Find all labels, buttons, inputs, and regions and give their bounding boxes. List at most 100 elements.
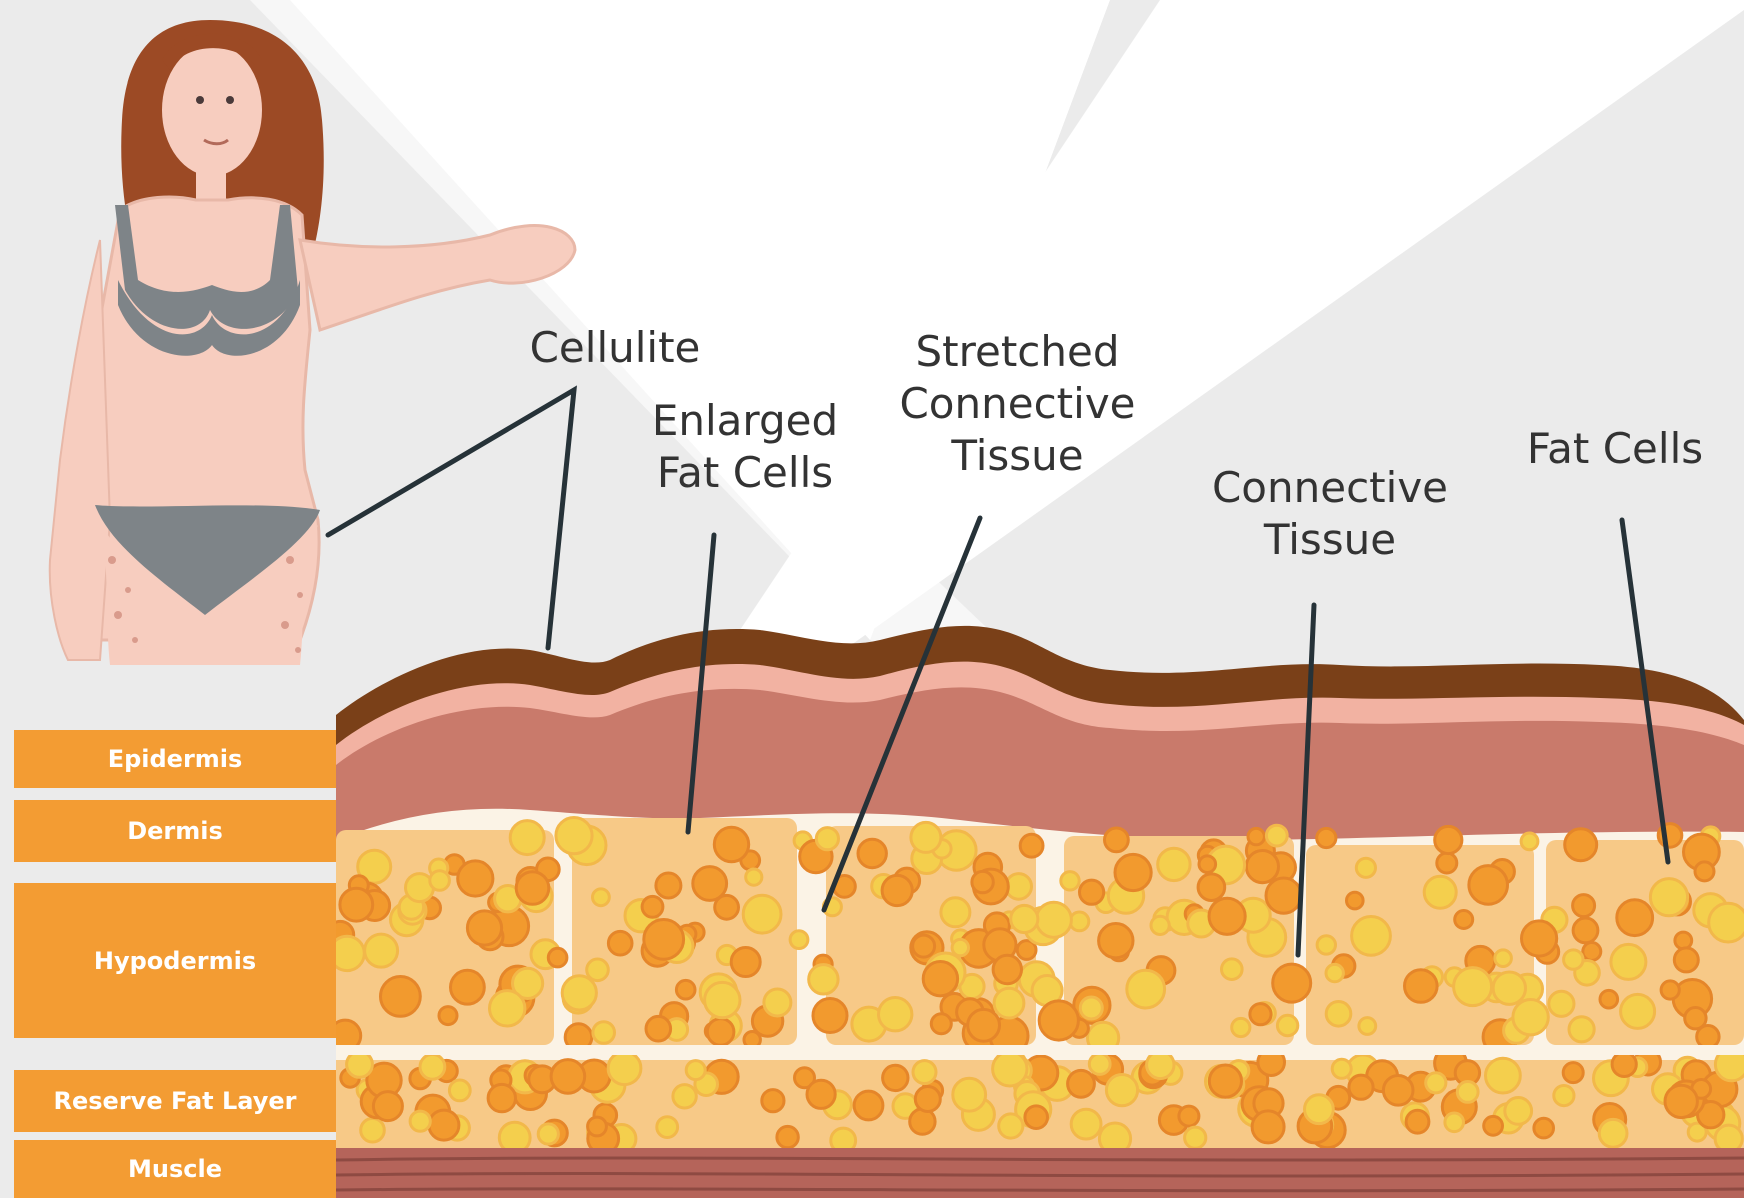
fat-cell: [1036, 902, 1071, 937]
fat-cell: [809, 965, 838, 994]
fat-cell: [1061, 872, 1079, 890]
fat-cell: [420, 1054, 445, 1079]
fat-cell: [746, 869, 762, 885]
fat-cell: [588, 1117, 607, 1136]
fat-cell: [1071, 1109, 1101, 1139]
callout-cellulite: Cellulite: [520, 322, 710, 374]
fat-cell: [1039, 1001, 1078, 1040]
fat-cell: [1252, 1111, 1284, 1143]
fat-cell: [556, 818, 592, 854]
label-reserve-fat-layer: Reserve Fat Layer: [14, 1070, 336, 1132]
fat-cell: [642, 896, 663, 917]
fat-cell: [731, 948, 760, 977]
label-hypodermis: Hypodermis: [14, 883, 336, 1038]
fat-cell: [676, 980, 695, 999]
fat-cell: [381, 977, 421, 1017]
fat-cell: [1469, 866, 1508, 905]
fat-cell: [1179, 1106, 1199, 1126]
fat-cell: [1198, 874, 1225, 901]
fat-cell: [1222, 959, 1243, 980]
fat-cell: [686, 1061, 705, 1080]
fat-cell: [1250, 1004, 1271, 1025]
fat-cell: [361, 1118, 385, 1142]
fat-cell: [1534, 1118, 1554, 1138]
fat-cell: [952, 939, 968, 955]
fat-cell: [1011, 905, 1038, 932]
fat-cell: [1347, 892, 1364, 909]
fat-cell: [1332, 1059, 1351, 1078]
fat-cell: [1317, 936, 1335, 954]
fat-cell: [879, 998, 912, 1031]
fat-cell: [1549, 991, 1574, 1016]
fat-cell: [1426, 1073, 1446, 1093]
fat-cell: [439, 1007, 457, 1025]
fat-cell: [923, 962, 957, 996]
fat-cell: [915, 1087, 940, 1112]
fat-cell: [449, 1080, 470, 1101]
fat-cell: [548, 948, 567, 967]
fat-cell: [911, 822, 941, 852]
fat-cell: [1617, 900, 1653, 936]
fat-cell: [644, 920, 684, 960]
fat-cell: [813, 999, 847, 1033]
fat-cell: [587, 959, 609, 981]
fat-cell: [1650, 879, 1687, 916]
fat-cell: [1020, 834, 1043, 857]
fat-cell: [1383, 1076, 1413, 1106]
fat-cell: [490, 991, 525, 1026]
fat-cell: [1455, 911, 1473, 929]
fat-cell: [1352, 917, 1391, 956]
fat-cell: [1611, 944, 1646, 979]
fat-cell: [1232, 1018, 1250, 1036]
fat-cell: [790, 931, 808, 949]
fat-cell: [1674, 948, 1698, 972]
callout-connective-tissue: Connective Tissue: [1190, 462, 1470, 566]
fat-cell: [1565, 829, 1597, 861]
fat-cell: [1106, 1075, 1137, 1106]
fat-cell: [608, 1052, 641, 1085]
fat-cell: [883, 1065, 908, 1090]
fat-cell: [1697, 1026, 1719, 1048]
fat-cell: [1599, 1119, 1627, 1147]
fat-cell: [593, 889, 610, 906]
fat-cell: [1080, 880, 1104, 904]
fat-cell: [1151, 916, 1169, 934]
fat-cell: [551, 1060, 585, 1094]
fat-cell: [1661, 981, 1679, 999]
label-dermis: Dermis: [14, 800, 336, 862]
fat-cell: [410, 1111, 430, 1131]
fat-cell: [673, 1085, 696, 1108]
fat-cell: [1273, 964, 1311, 1002]
fat-cell: [968, 1009, 1000, 1041]
fat-cell: [1305, 1095, 1334, 1124]
fat-cell: [1424, 876, 1456, 908]
fat-cell: [764, 989, 791, 1016]
fat-cell: [993, 1052, 1027, 1086]
fat-cell: [1445, 1113, 1464, 1132]
fat-cell: [762, 1090, 784, 1112]
muscle-layer: [336, 1148, 1744, 1198]
fat-cell: [705, 982, 740, 1017]
label-epidermis: Epidermis: [14, 730, 336, 788]
fat-cell: [1209, 1065, 1241, 1097]
fat-cell: [1326, 1002, 1351, 1027]
fat-cell: [1435, 826, 1462, 853]
fat-cell: [340, 888, 373, 921]
callout-enlarged-fat-cells: Enlarged Fat Cells: [635, 395, 855, 499]
fat-cell: [714, 827, 748, 861]
fat-cell: [1709, 903, 1744, 942]
fat-cell: [1246, 851, 1278, 883]
fat-cell: [488, 1084, 515, 1111]
fat-cell: [1437, 853, 1457, 873]
fat-cell: [430, 871, 450, 891]
fat-cell: [715, 895, 739, 919]
fat-cell: [373, 1092, 402, 1121]
fat-cell: [777, 1126, 798, 1147]
fat-cell: [1105, 828, 1129, 852]
fat-cell: [1695, 862, 1714, 881]
fat-cell: [1080, 997, 1102, 1019]
fat-cell: [1158, 848, 1190, 880]
fat-cell: [1359, 1018, 1376, 1035]
fat-cell: [910, 1109, 935, 1134]
fat-cell: [1406, 1110, 1429, 1133]
